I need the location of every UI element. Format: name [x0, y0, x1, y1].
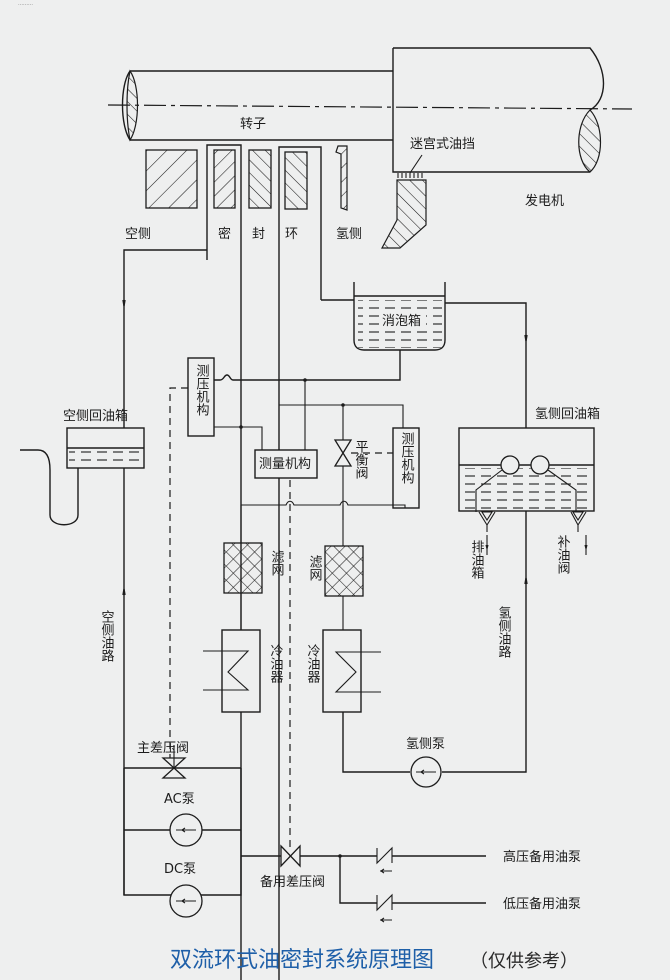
seal-ring-block-1: [213, 149, 236, 209]
backup-dp-valve-label: 备用差压阀: [260, 874, 325, 890]
cooler-left-coil: [203, 650, 250, 691]
main-dp-valve-label: 主差压阀: [137, 741, 189, 756]
generator-right-cut: [578, 109, 601, 173]
h2-side-oil-line: [442, 511, 527, 773]
lp-backup-pump-label: 低压备用油泵: [503, 896, 581, 912]
seal-label-3: 环: [285, 227, 298, 242]
float-ball-left: [500, 455, 520, 475]
rotor-label: 转子: [240, 117, 266, 132]
hydrogen-side-label: 氢侧: [336, 227, 362, 242]
measure-right-label: 测压机构: [399, 432, 415, 484]
seal-label-1: 密: [218, 226, 231, 242]
dc-pump-label: DC泵: [164, 862, 196, 877]
cooler-right-label: 冷油器: [305, 644, 321, 684]
measure-mid-label: 测量机构: [259, 457, 311, 472]
rotor-shaft: [121, 69, 393, 142]
seal-ring-outline-right: [278, 146, 322, 980]
check-valve-lp: [376, 893, 393, 912]
generator-label: 发电机: [525, 193, 564, 209]
labyrinth-label: 迷宫式油挡: [410, 137, 475, 152]
rotor-left-cut: [126, 69, 139, 142]
air-return-pipe: [123, 249, 207, 428]
hp-backup-pump-label: 高压备用油泵: [503, 849, 581, 865]
air-return-tank: [66, 427, 145, 469]
filter-left: [223, 542, 263, 594]
h2-oil-line-label: 氢侧油路: [496, 606, 512, 658]
diagram-title-note: （仅供参考）: [470, 951, 578, 972]
labyrinth-oil-baffle: [380, 154, 427, 249]
h2-return-tank: [458, 427, 595, 512]
watermark: ………: [18, 1, 33, 7]
air-oil-line-label: 空侧油路: [99, 610, 115, 662]
defoam-tank-label: 消泡箱: [382, 313, 421, 329]
h2-pump-label: 氢侧泵: [406, 737, 445, 752]
seal-label-2: 封: [252, 227, 265, 242]
filter-right-label: 滤网: [307, 555, 323, 581]
cooler-left-label: 冷油器: [268, 644, 284, 684]
seal-ring-block-2: [248, 149, 272, 209]
filter-right: [324, 545, 364, 597]
balance-valve-label: 平衡阀: [353, 440, 369, 479]
main-dp-impulse-line: [169, 387, 188, 760]
air-side-block: [145, 149, 198, 209]
pressure-measure-left: [187, 357, 215, 437]
air-tank-u-pipe: [20, 449, 79, 526]
balance-valve[interactable]: [333, 439, 353, 467]
check-valve-hp: [376, 846, 393, 865]
ac-pump-label: AC泵: [164, 792, 195, 807]
air-return-tank-label: 空侧回油箱: [63, 408, 128, 424]
backup-dp-valve[interactable]: [280, 844, 301, 868]
defoam-to-h2-tank-pipe: [445, 302, 527, 428]
seal-ring-block-3: [284, 151, 308, 210]
pressure-measure-right: [392, 427, 420, 509]
center-line: [107, 104, 633, 110]
float-ball-right: [530, 455, 550, 475]
air-side-label: 空侧: [125, 227, 151, 242]
cooler-left: [221, 629, 261, 713]
drain-valve[interactable]: [478, 511, 496, 532]
defoam-drain-pipe: [212, 350, 401, 381]
hydrogen-side-block: [335, 145, 348, 211]
measure-left-label: 测压机构: [194, 364, 210, 416]
makeup-valve[interactable]: [570, 511, 587, 532]
measure-mid: [254, 449, 318, 479]
diagram-title: 双流环式油密封系统原理图: [170, 948, 434, 973]
generator-body: [392, 47, 605, 173]
makeup-valve-label: 补油阀: [555, 535, 571, 574]
cooler-right-coil: [334, 651, 381, 693]
drain-tank-label: 排油箱: [469, 540, 485, 579]
filter-left-label: 滤网: [269, 550, 285, 576]
h2-return-tank-label: 氢侧回油箱: [535, 406, 600, 422]
